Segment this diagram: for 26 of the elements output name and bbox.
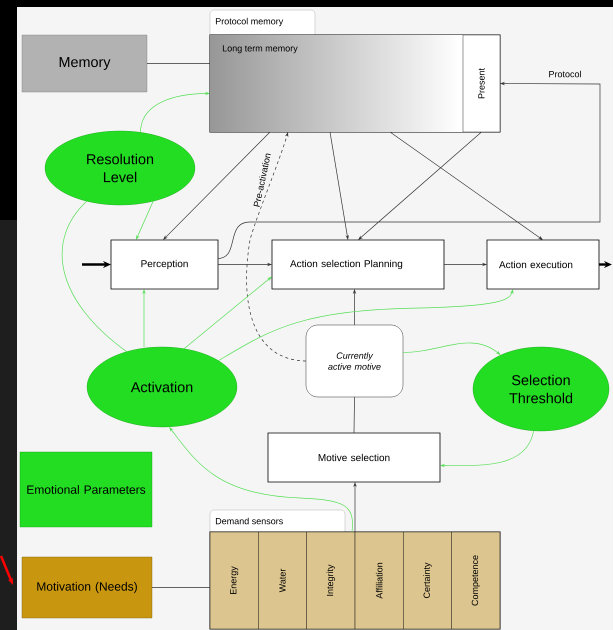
arrow (184, 276, 272, 350)
node-label: Demand sensors (216, 518, 283, 524)
connector-line (146, 63, 210, 64)
connector-line (62, 200, 128, 352)
process-box: Perception (110, 240, 218, 290)
process-box: Action selection Planning (272, 240, 444, 290)
sensor-cell: Certainty (403, 532, 452, 630)
process-box: Action execution (486, 240, 600, 290)
memory-box: Memory (22, 34, 148, 92)
connector-line (354, 396, 355, 434)
node-label: Protocol memory (216, 18, 284, 26)
motive-box: Currently active motive (306, 324, 404, 398)
edge-label: Protocol (547, 70, 582, 78)
arrow (163, 132, 270, 240)
arrow (358, 132, 482, 240)
process-box: Motive selection (268, 432, 440, 482)
sensor-cell: Energy (210, 532, 259, 630)
parameter-box: Emotional Parameters (20, 452, 152, 528)
motivation-box: Motivation (Needs) (22, 556, 152, 618)
sensor-cell: Integrity (306, 532, 356, 630)
memory-area: Long term memory (222, 45, 298, 54)
sensor-cell: Affiliation (354, 532, 404, 630)
memory-slot: Present (462, 34, 500, 132)
connector-line (152, 587, 210, 588)
sensor-cell: Competence (451, 532, 500, 630)
sensor-cell: Water (258, 532, 307, 630)
